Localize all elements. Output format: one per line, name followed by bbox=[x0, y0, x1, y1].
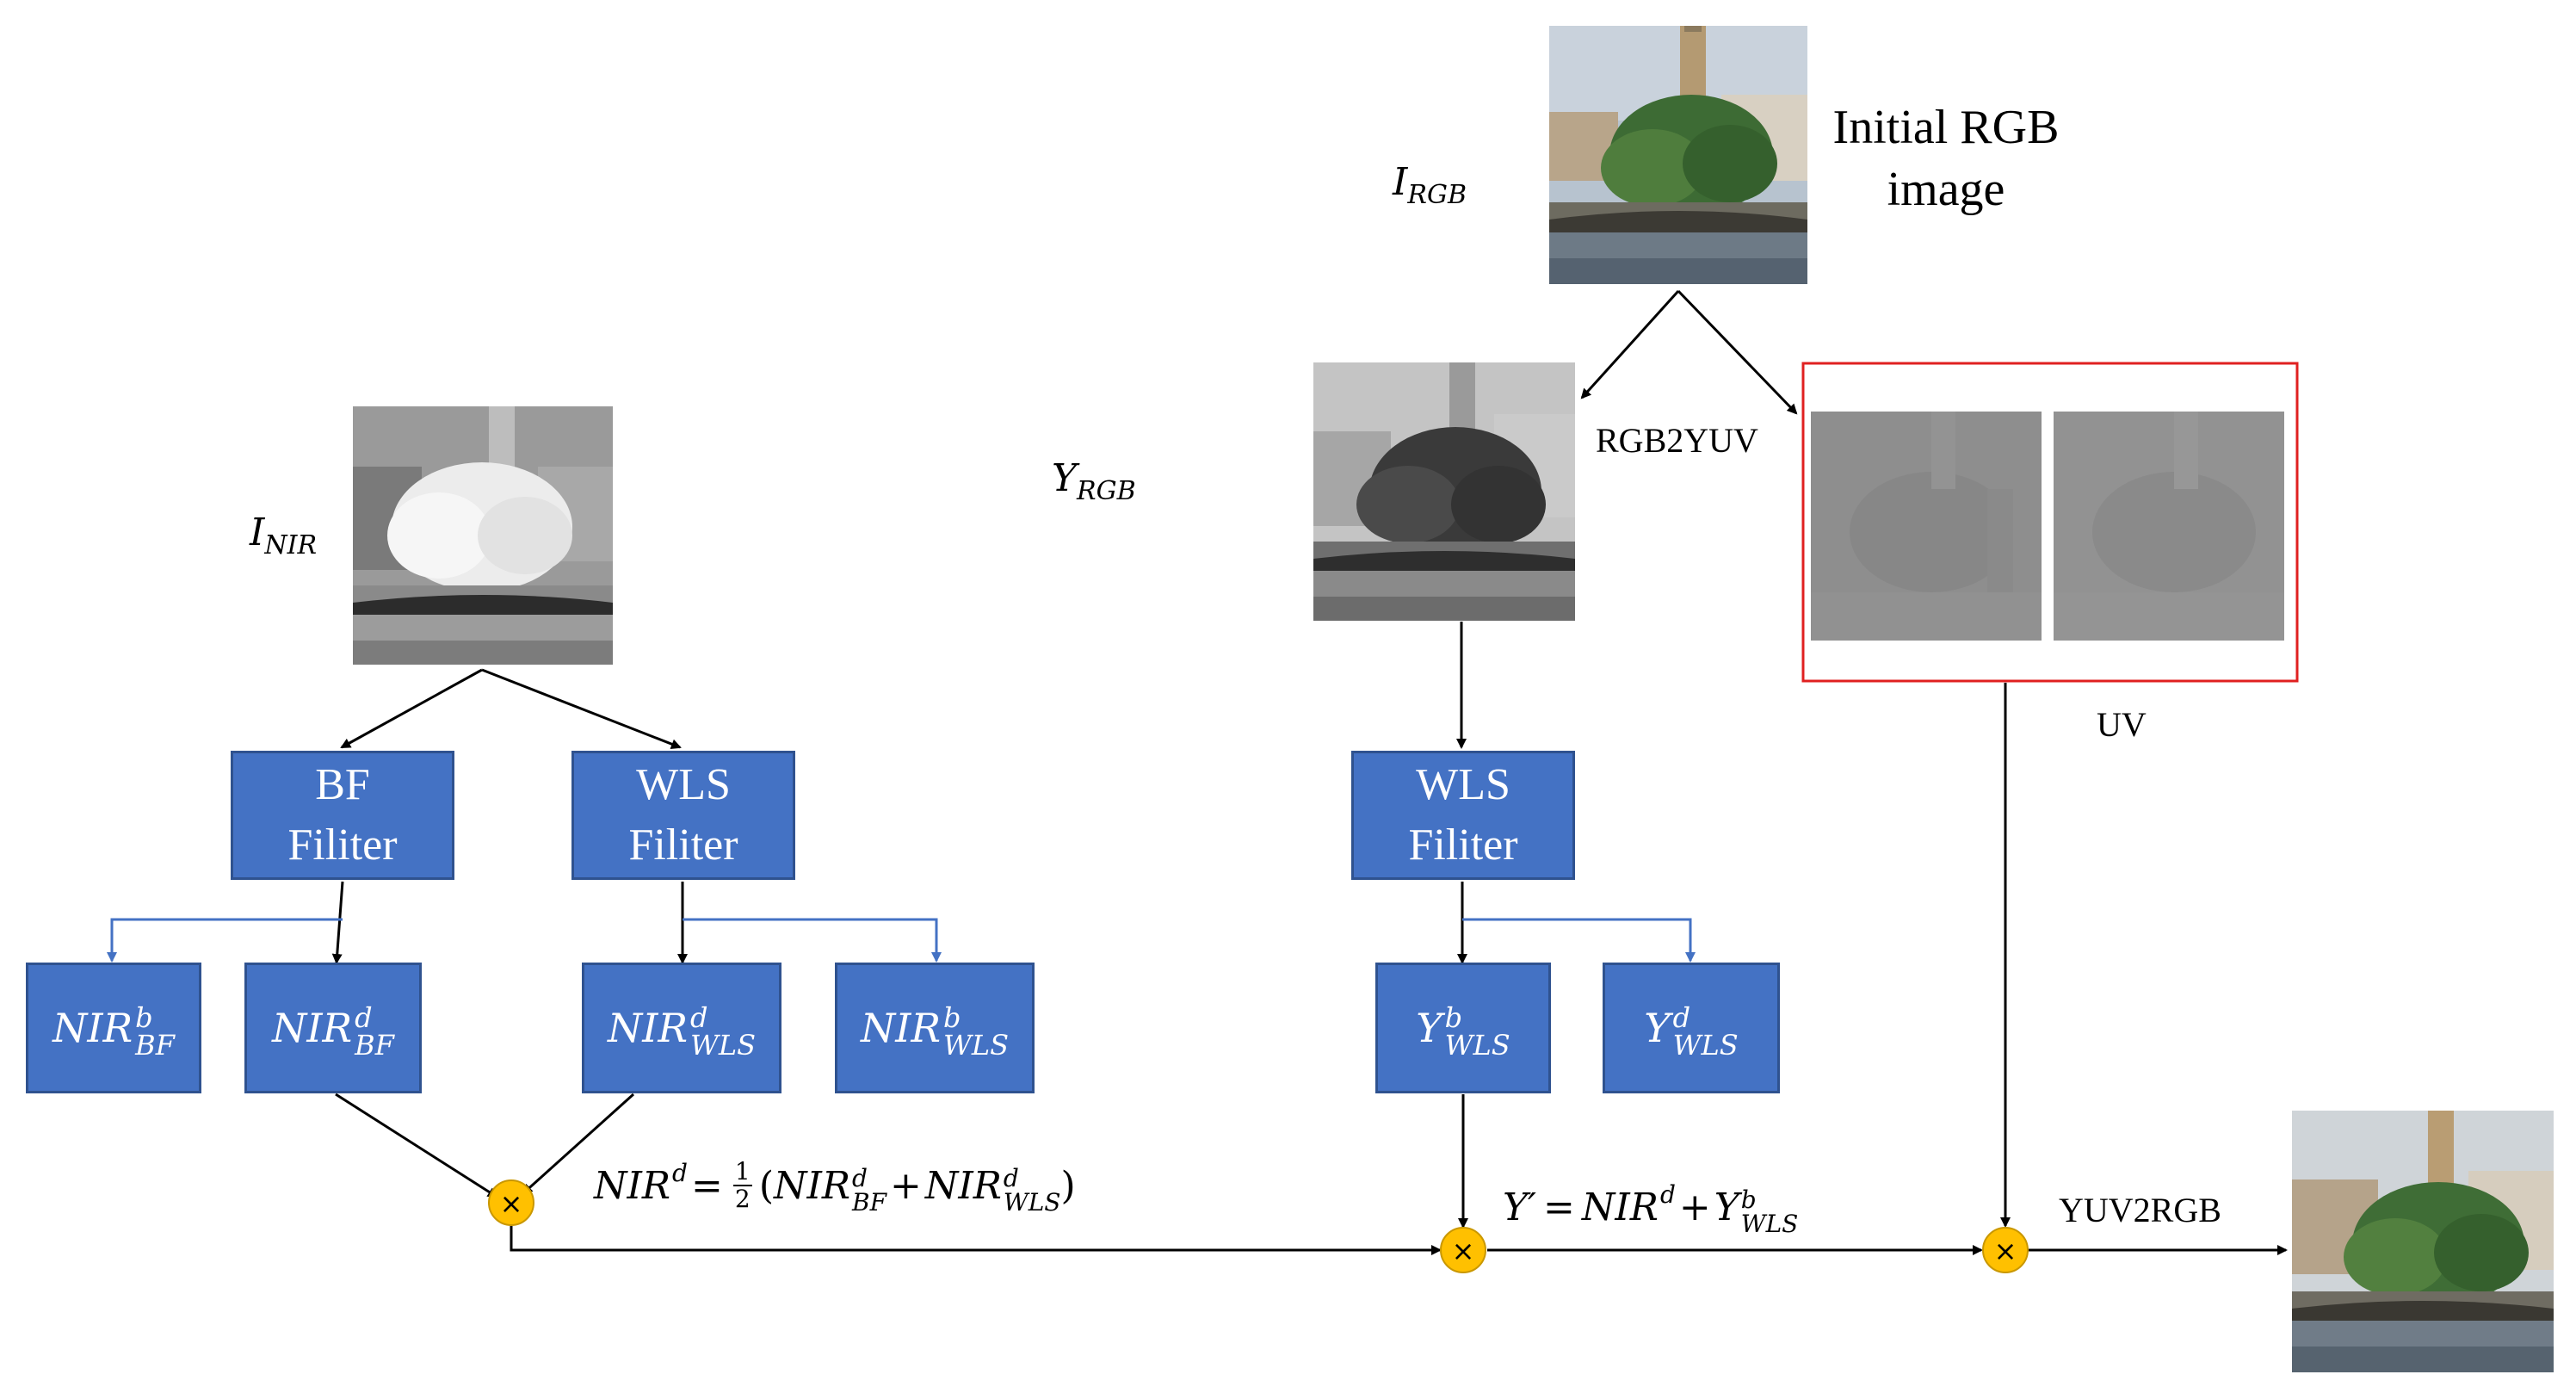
yuv2rgb-label: YUV2RGB bbox=[2059, 1191, 2221, 1229]
symbol-i-nir: INIR bbox=[250, 511, 317, 560]
initial-rgb-image bbox=[1549, 26, 1807, 284]
wls-filter-nir-box: WLS Filiter bbox=[571, 751, 795, 880]
initial-rgb-label-line1: Initial RGB bbox=[1832, 101, 2060, 154]
component-base: NIR bbox=[860, 1005, 941, 1051]
eq-sup: d bbox=[1659, 1180, 1676, 1209]
eq-term: Y′ bbox=[1503, 1185, 1537, 1229]
component-sup: d bbox=[355, 1001, 373, 1034]
multiply-operator-2: × bbox=[1440, 1227, 1486, 1273]
component-base: NIR bbox=[272, 1005, 353, 1051]
uv-v-image bbox=[2054, 412, 2284, 641]
eq-term: NIR bbox=[1581, 1185, 1659, 1229]
component-base: Y bbox=[1416, 1005, 1442, 1051]
filter-line1: WLS bbox=[1416, 760, 1510, 809]
arrow-nir-wls-d-to-mult1 bbox=[522, 1093, 635, 1195]
nir-image bbox=[353, 406, 613, 665]
eq-paren-open: ( bbox=[758, 1163, 774, 1208]
eq-equals: = bbox=[690, 1163, 723, 1208]
eq-plus: + bbox=[890, 1163, 922, 1208]
component-sup: b bbox=[943, 1001, 961, 1034]
eq-sub: WLS bbox=[1740, 1210, 1799, 1238]
filter-line2: Filiter bbox=[628, 820, 738, 870]
component-sup: b bbox=[1444, 1001, 1463, 1034]
symbol-base: I bbox=[1393, 160, 1408, 204]
arrow-bf-to-nir-bf-d bbox=[331, 881, 344, 964]
eq-frac-num: 1 bbox=[734, 1157, 751, 1186]
y-rgb-image bbox=[1313, 362, 1575, 621]
eq-sup: d bbox=[852, 1164, 868, 1192]
eq-frac-den: 2 bbox=[734, 1185, 751, 1213]
symbol-y-rgb: YRGB bbox=[1052, 456, 1136, 506]
component-base: NIR bbox=[53, 1005, 133, 1051]
arrow-bf-to-nir-bf-b bbox=[107, 918, 343, 963]
eq-term: NIR bbox=[774, 1163, 851, 1208]
eq-fraction: 1 2 bbox=[732, 1157, 752, 1213]
rgb2yuv-label: RGB2YUV bbox=[1596, 421, 1758, 460]
eq-equals: = bbox=[1543, 1185, 1575, 1229]
uv-frame bbox=[1801, 362, 2299, 683]
symbol-sub: RGB bbox=[1407, 179, 1467, 210]
component-sub: WLS bbox=[943, 1029, 1010, 1062]
uv-u-image bbox=[1811, 412, 2042, 641]
eq-sup: d bbox=[1003, 1164, 1019, 1192]
component-base: Y bbox=[1644, 1005, 1671, 1051]
arrow-mult1-to-mult2 bbox=[510, 1226, 1442, 1255]
arrow-nir-bf-d-to-mult1 bbox=[335, 1093, 498, 1198]
eq-term: NIR bbox=[594, 1163, 671, 1208]
eq-term: NIR bbox=[924, 1163, 1002, 1208]
eq-sub: WLS bbox=[1003, 1188, 1061, 1217]
arrow-rgb-to-uv bbox=[1677, 289, 1798, 415]
symbol-base: I bbox=[250, 511, 265, 554]
eq-plus: + bbox=[1678, 1185, 1711, 1229]
arrow-wls-to-y-wls-d bbox=[1462, 918, 1696, 963]
eq-paren-close: ) bbox=[1060, 1163, 1076, 1208]
component-sup: b bbox=[135, 1001, 153, 1034]
multiply-operator-1: × bbox=[488, 1179, 534, 1226]
multiply-symbol: × bbox=[1452, 1235, 1475, 1267]
symbol-sub: NIR bbox=[264, 529, 318, 560]
symbol-base: Y bbox=[1052, 456, 1078, 500]
arrow-wls-to-nir-wls-b bbox=[683, 918, 942, 963]
component-sub: WLS bbox=[1672, 1029, 1739, 1062]
bf-filter-box: BF Filiter bbox=[231, 751, 454, 880]
eq-term: Y bbox=[1714, 1185, 1739, 1229]
result-image bbox=[2292, 1111, 2554, 1372]
component-sup: d bbox=[1672, 1001, 1691, 1034]
arrow-rgb-to-y bbox=[1580, 289, 1680, 399]
component-base: NIR bbox=[607, 1005, 688, 1051]
filter-line2: Filiter bbox=[287, 820, 398, 870]
eq-sup: b bbox=[1740, 1186, 1757, 1214]
component-sub: WLS bbox=[1444, 1029, 1510, 1062]
component-sub: BF bbox=[135, 1029, 175, 1062]
multiply-symbol: × bbox=[1994, 1235, 2017, 1267]
multiply-symbol: × bbox=[500, 1187, 523, 1220]
initial-rgb-label: Initial RGB image bbox=[1830, 96, 2062, 220]
filter-line1: WLS bbox=[636, 760, 731, 809]
filter-line2: Filiter bbox=[1408, 820, 1518, 870]
filter-line1: BF bbox=[315, 760, 370, 809]
component-sub: BF bbox=[355, 1029, 394, 1062]
initial-rgb-label-line2: image bbox=[1887, 163, 2005, 216]
multiply-operator-3: × bbox=[1982, 1227, 2029, 1273]
component-sup: d bbox=[690, 1001, 708, 1034]
symbol-sub: RGB bbox=[1077, 475, 1136, 506]
eq-sup: d bbox=[672, 1159, 688, 1187]
symbol-i-rgb: IRGB bbox=[1393, 160, 1467, 210]
arrow-nir-to-wls bbox=[481, 668, 682, 749]
uv-label: UV bbox=[2097, 705, 2147, 744]
component-sub: WLS bbox=[690, 1029, 757, 1062]
wls-filter-y-box: WLS Filiter bbox=[1351, 751, 1575, 880]
eq-sub: BF bbox=[852, 1188, 887, 1217]
arrow-nir-to-bf bbox=[340, 668, 483, 749]
